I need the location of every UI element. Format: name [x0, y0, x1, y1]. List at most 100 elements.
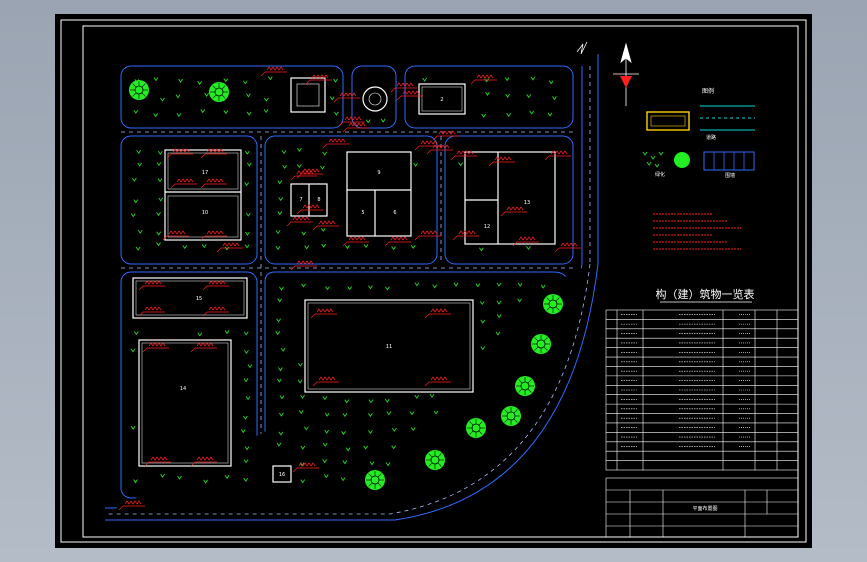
title-block-main: 平面布置图: [692, 505, 717, 512]
coordinate-label: [426, 144, 453, 155]
coordinate-label: [544, 150, 571, 161]
coordinate-label: [200, 178, 227, 189]
drawing-sheet: 2 9 5 6 7 8 10 11 12 13 14 15 16 17: [55, 14, 812, 548]
coordinate-label: [310, 308, 337, 319]
building-number: 11: [386, 344, 392, 350]
structure-table-title: 构（建）筑物一览表: [656, 287, 755, 301]
coordinate-label: [432, 130, 459, 141]
inner-frame: [82, 25, 799, 538]
coordinate-label: [338, 116, 365, 127]
coordinate-label: [312, 376, 339, 387]
coordinate-label: [200, 230, 227, 241]
legend-text-3: 绿化: [655, 171, 665, 178]
coordinate-label: [144, 456, 171, 467]
outer-frame: [60, 19, 807, 543]
coordinate-label: [290, 260, 317, 271]
legend: 图例 道路 绿化 围墙: [642, 87, 755, 179]
tree-symbols: [129, 80, 563, 490]
coordinate-label: [488, 156, 515, 167]
building-number: 16: [279, 472, 285, 478]
building-number: 9: [377, 170, 380, 176]
coordinate-label: [166, 148, 193, 159]
coordinate-label: [296, 204, 323, 215]
tree-icon: [501, 406, 521, 426]
building-number: 13: [524, 200, 530, 206]
coordinate-label: [296, 168, 323, 179]
coordinate-label: [138, 306, 165, 317]
coordinate-label: [260, 66, 287, 77]
coordinate-label: [142, 342, 169, 353]
coordinate-label: [424, 308, 451, 319]
building-number: 7: [299, 197, 302, 203]
coordinate-label: [396, 90, 423, 101]
coordinate-label: [190, 456, 217, 467]
building-number: 10: [202, 210, 208, 216]
design-notes: [653, 213, 741, 250]
north-arrow-icon: [613, 42, 639, 106]
tree-icon: [209, 82, 229, 102]
coordinate-label: [342, 236, 369, 247]
legend-text-1: 图例: [702, 87, 714, 95]
legend-text-2: 道路: [706, 134, 716, 141]
coordinate-label: [424, 376, 451, 387]
coordinate-label: [512, 236, 539, 247]
coordinate-label: [290, 170, 317, 181]
title-block: [605, 477, 799, 538]
grass-area-marks: [130, 76, 557, 484]
coordinate-annotations: [118, 66, 581, 511]
building-number-labels: 2 9 5 6 7 8 10 11 12 13 14 15 16 17: [180, 97, 530, 478]
site-plan-drawing: 2 9 5 6 7 8 10 11 12 13 14 15 16 17: [60, 19, 807, 543]
road-centerlines: [105, 66, 591, 515]
building-number: 17: [202, 170, 208, 176]
coordinate-label: [554, 242, 581, 253]
coordinate-label: [390, 82, 417, 93]
building-number: 12: [484, 224, 490, 230]
building-number: 15: [196, 296, 202, 302]
building-11: [304, 299, 474, 393]
tree-icon: [365, 470, 385, 490]
building-number: 5: [361, 210, 364, 216]
coordinate-label: [138, 280, 165, 291]
coordinate-label: [312, 220, 339, 231]
coordinate-label: [292, 462, 319, 473]
coordinate-label: [200, 148, 227, 159]
coordinate-label: [322, 138, 349, 149]
coordinate-label: [202, 306, 229, 317]
coordinate-label: [470, 74, 497, 85]
legend-text-4: 围墙: [725, 172, 735, 179]
coordinate-label: [500, 206, 527, 217]
coordinate-label: [333, 92, 360, 103]
coordinate-label: [202, 280, 229, 291]
tree-icon: [531, 334, 551, 354]
building-number: 14: [180, 386, 186, 392]
coordinate-label: [190, 342, 217, 353]
coordinate-label: [414, 140, 441, 151]
building-10: [164, 149, 242, 241]
building-15: [138, 339, 232, 467]
coordinate-label: [384, 236, 411, 247]
building-16: [132, 277, 248, 319]
coordinate-label: [118, 500, 145, 511]
coordinate-label: [452, 230, 479, 241]
building-number: 6: [393, 210, 396, 216]
building-screen-room: [290, 77, 326, 113]
coordinate-label: [305, 74, 332, 85]
building-9: [346, 151, 412, 237]
building-14: [464, 151, 556, 245]
tree-icon: [466, 418, 486, 438]
coordinate-label: [216, 242, 243, 253]
building-number: 8: [317, 197, 320, 203]
building-17: [272, 465, 292, 483]
coordinate-label: [162, 230, 189, 241]
tree-icon: [129, 80, 149, 100]
coordinate-label: [286, 216, 313, 227]
coordinate-label: [450, 150, 477, 161]
tree-icon: [425, 450, 445, 470]
building-number: 2: [440, 97, 443, 103]
buildings: [132, 77, 556, 483]
coordinate-label: [414, 230, 441, 241]
building-2: [418, 83, 466, 115]
tree-icon: [543, 294, 563, 314]
structure-list-table: [605, 309, 799, 471]
